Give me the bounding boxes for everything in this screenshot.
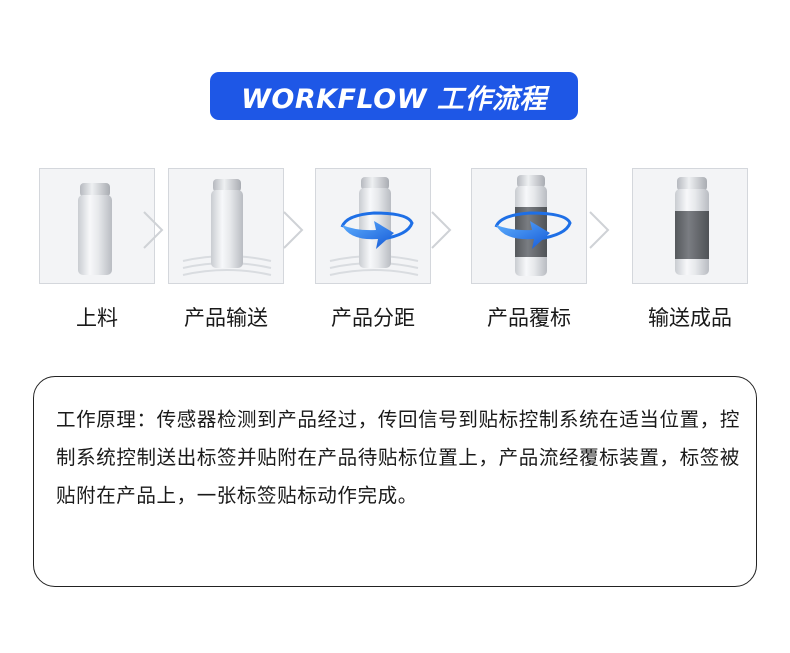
- bottle-icon: [316, 169, 431, 284]
- bottle-icon: [169, 169, 284, 284]
- step-label-3: 产品分距: [298, 302, 448, 332]
- page-title: WORKFLOW 工作流程: [241, 77, 547, 116]
- step-label-1: 上料: [22, 302, 172, 332]
- step-label-2: 产品输送: [151, 302, 301, 332]
- chevron-right-icon: [282, 210, 304, 250]
- step-label-5: 输送成品: [615, 302, 765, 332]
- step-card-3: [315, 168, 431, 284]
- bottle-icon: [40, 169, 155, 284]
- step-card-1: [39, 168, 155, 284]
- chevron-right-icon: [142, 210, 164, 250]
- working-principle-text: 工作原理：传感器检测到产品经过，传回信号到贴标控制系统在适当位置，控制系统控制送…: [56, 401, 740, 515]
- step-label-4: 产品覆标: [454, 302, 604, 332]
- chevron-right-icon: [588, 210, 610, 250]
- step-card-5: [632, 168, 748, 284]
- step-card-4: [471, 168, 587, 284]
- workflow-title-badge: WORKFLOW 工作流程: [210, 72, 578, 120]
- bottle-icon: [472, 169, 587, 284]
- chevron-right-icon: [430, 210, 452, 250]
- bottle-icon: [633, 169, 748, 284]
- working-principle-box: 工作原理：传感器检测到产品经过，传回信号到贴标控制系统在适当位置，控制系统控制送…: [33, 376, 757, 587]
- step-card-2: [168, 168, 284, 284]
